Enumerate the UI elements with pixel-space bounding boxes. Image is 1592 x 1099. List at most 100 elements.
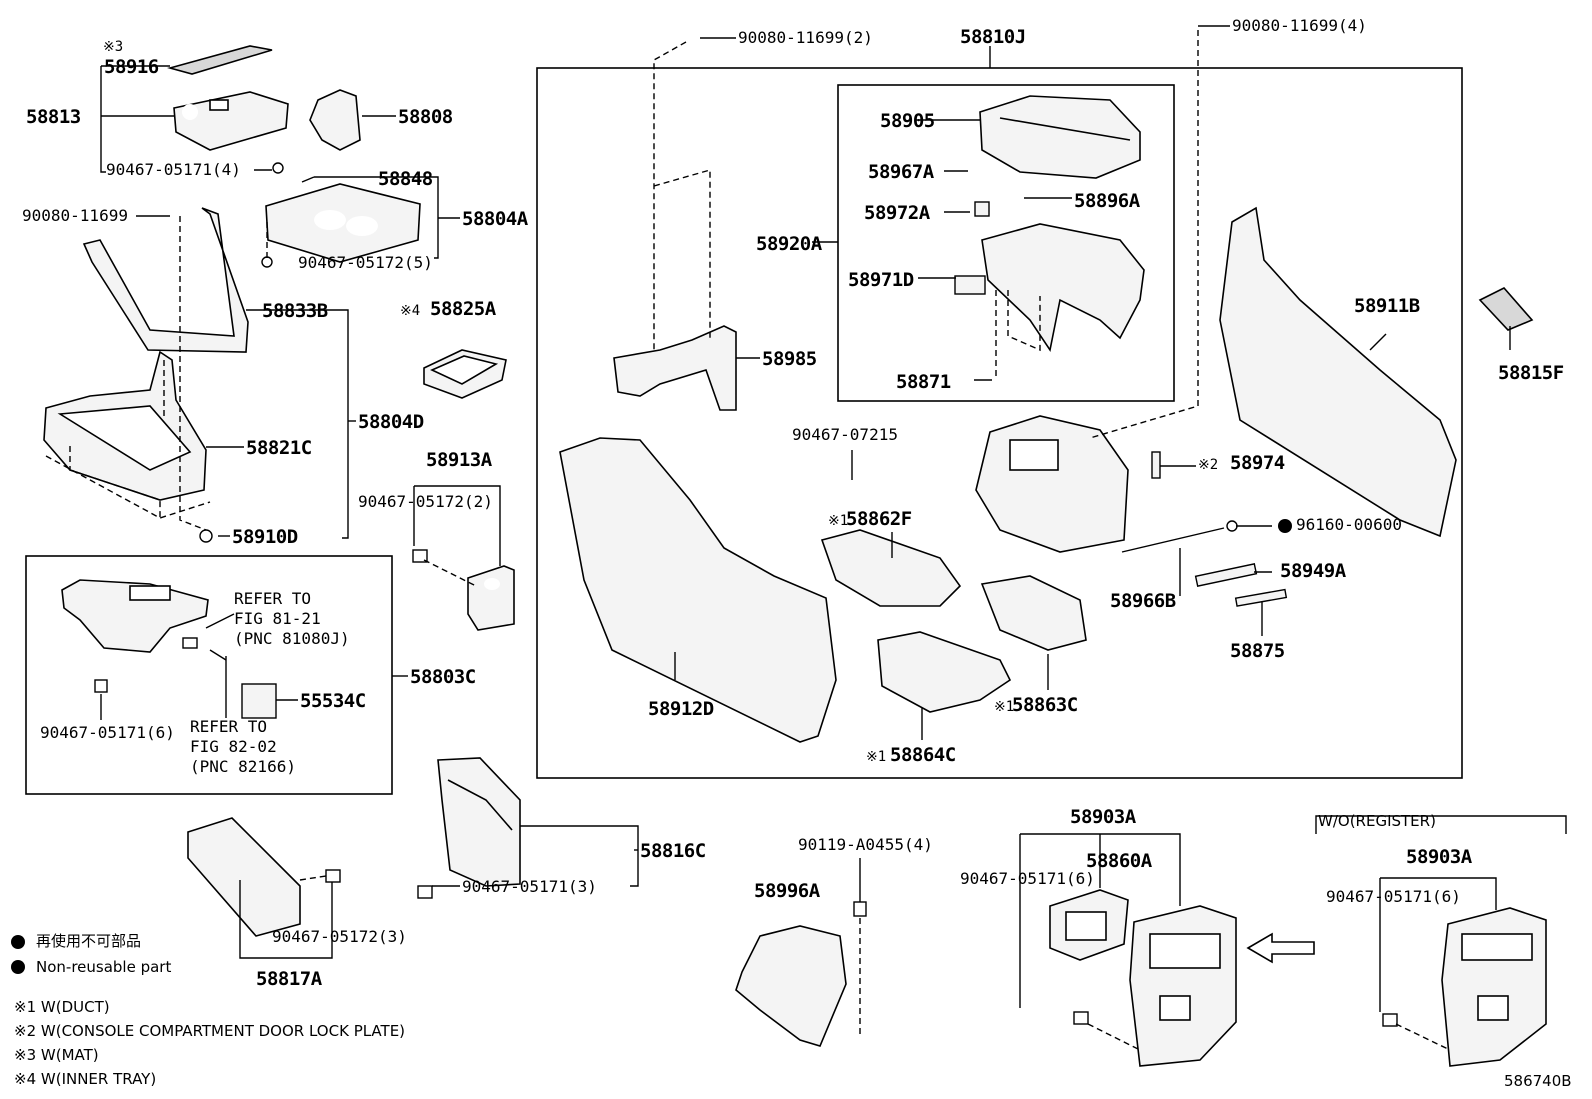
cover-58913A [467,565,515,631]
console-58803C [61,579,209,653]
bracket-58996A [735,925,847,1047]
mat-58916 [166,45,273,75]
legend-non-reusable-en: Non-reusable part [36,958,172,976]
lid-58905 [979,95,1141,179]
refer-line-1c: (PNC 81080J) [234,629,350,648]
note-mark-1a: ※1 [828,513,849,529]
rear-panel-58903A-b [1441,907,1547,1067]
side-panel-58912D [559,437,837,743]
panel-58817A [187,817,301,937]
group-frame-58810J [536,67,1463,779]
diagram-id: 586740B [1504,1072,1572,1090]
bullet-icon [11,960,25,974]
label-58808: 58808 [398,106,453,128]
label-58966B: 58966B [1110,590,1176,612]
label-58848: 58848 [378,168,433,190]
mat-58815F [1478,287,1534,331]
group-frame-58920A [837,84,1175,402]
non-reusable-bullet-icon [1278,519,1292,533]
label-90467-05172-2: 90467-05172(2) [358,492,493,511]
label-58896A: 58896A [1074,190,1140,212]
label-58864C: 58864C [890,744,956,766]
note-mark-1c: ※1 [866,749,887,765]
legend-note-1: ※1 W(DUCT) [14,998,110,1016]
bracket-58985 [613,325,737,411]
label-58967A: 58967A [868,161,934,183]
label-wo-register: W/O(REGISTER) [1318,812,1436,830]
label-58803C: 58803C [410,666,476,688]
refer-line-1a: REFER TO [234,589,312,608]
label-58813: 58813 [26,106,81,128]
label-90467-05172-3: 90467-05172(3) [272,927,407,946]
label-55534C: 55534C [300,690,366,712]
trim-58833B [82,207,249,353]
label-90467-05171-6b: 90467-05171(6) [960,869,1095,888]
register-58860A [1049,889,1129,961]
bullet-icon [11,935,25,949]
label-58903A-b: 58903A [1406,846,1472,868]
legend-non-reusable-jp: 再使用不可部品 [36,932,142,950]
label-90467-05171-6c: 90467-05171(6) [1326,887,1461,906]
compartment-58920A [981,223,1145,353]
label-58804A: 58804A [462,208,528,230]
label-90119-A0455-4: 90119-A0455(4) [798,835,933,854]
refer-line-2c: (PNC 82166) [190,757,296,776]
label-58912D: 58912D [648,698,714,720]
duct-58863C [980,575,1087,651]
note-mark-3: ※3 [103,39,124,55]
label-58804D: 58804D [358,411,424,433]
duct-58862F [820,529,962,607]
label-58862F: 58862F [846,508,912,530]
label-90080-11699: 90080-11699 [22,206,128,225]
label-58920A: 58920A [756,233,822,255]
label-58911B: 58911B [1354,295,1420,317]
label-58916: 58916 [104,56,159,78]
label-58985: 58985 [762,348,817,370]
label-58825A: 58825A [430,298,496,320]
label-58875: 58875 [1230,640,1285,662]
label-90467-05171-4: 90467-05171(4) [106,160,241,179]
note-mark-2: ※2 [1198,457,1219,473]
label-96160-00600: 96160-00600 [1296,515,1402,534]
label-90467-05171-3: 90467-05171(3) [462,877,597,896]
label-58974: 58974 [1230,452,1285,474]
rear-panel-58903A-a [1129,905,1237,1067]
label-90080-11699-4: 90080-11699(4) [1232,16,1367,35]
arrow-left [1246,932,1315,964]
refer-line-2b: FIG 82-02 [190,737,277,756]
label-90467-05171-6a: 90467-05171(6) [40,723,175,742]
label-58971D: 58971D [848,269,914,291]
label-58833B: 58833B [262,300,328,322]
note-mark-1b: ※1 [994,699,1015,715]
label-58821C: 58821C [246,437,312,459]
note-mark-4: ※4 [400,303,421,319]
label-58860A: 58860A [1086,850,1152,872]
legend-note-2: ※2 W(CONSOLE COMPARTMENT DOOR LOCK PLATE… [14,1022,406,1040]
label-58816C: 58816C [640,840,706,862]
console-base-58821C [43,350,207,501]
label-90080-11699-2: 90080-11699(2) [738,28,873,47]
label-58817A: 58817A [256,968,322,990]
label-58949A: 58949A [1280,560,1346,582]
label-90467-05172-5: 90467-05172(5) [298,253,433,272]
label-58810J: 58810J [960,26,1026,48]
label-58913A: 58913A [426,449,492,471]
legend-note-4: ※4 W(INNER TRAY) [14,1070,157,1088]
label-58815F: 58815F [1498,362,1564,384]
legend-note-3: ※3 W(MAT) [14,1046,99,1064]
group-frame-58803C [25,555,393,795]
label-90467-07215: 90467-07215 [792,425,898,444]
label-58972A: 58972A [864,202,930,224]
knob-58808 [309,89,361,151]
label-58910D: 58910D [232,526,298,548]
duct-58864C [877,631,1012,713]
label-58996A: 58996A [754,880,820,902]
bezel-58804A [265,183,421,263]
side-panel-58911B [1219,206,1457,538]
label-58905: 58905 [880,110,935,132]
label-58871: 58871 [896,371,951,393]
label-58903A-a: 58903A [1070,806,1136,828]
box-58804 [975,415,1129,553]
